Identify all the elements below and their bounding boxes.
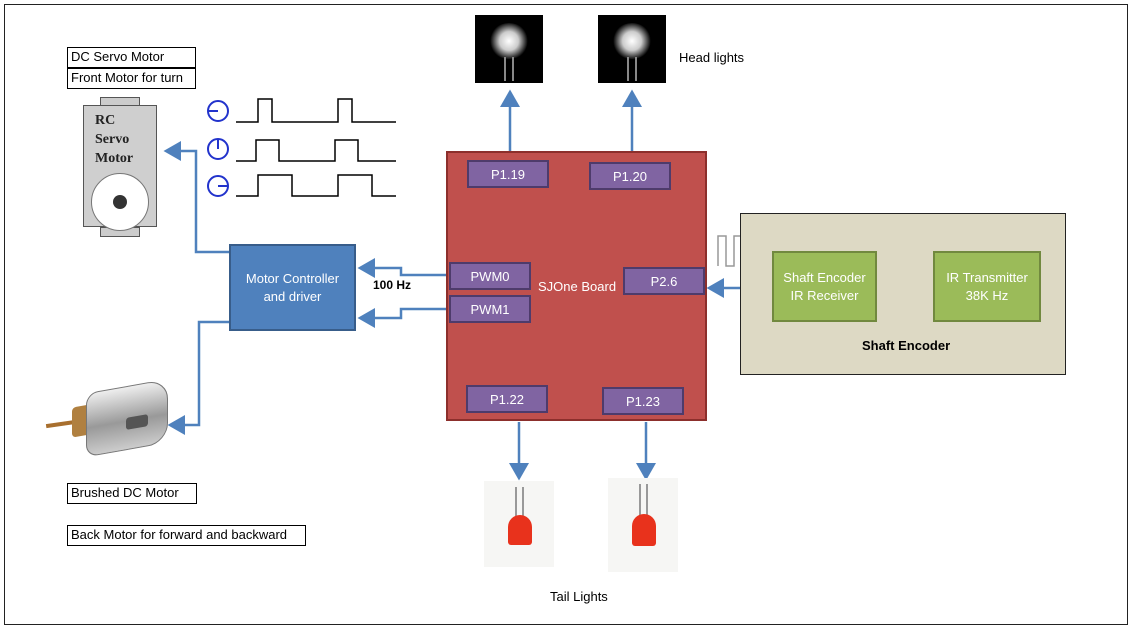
pin-p26: P2.6 [623, 267, 705, 295]
rc-servo-motor-image: RC Servo Motor [83, 97, 157, 237]
servo-label-2: Front Motor for turn [67, 68, 196, 89]
encoder-title: Shaft Encoder [862, 338, 951, 353]
servo-text-motor: Motor [95, 151, 134, 166]
red-led-image-2 [608, 478, 678, 572]
board-title: SJOne Board [538, 279, 617, 294]
pin-pwm1: PWM1 [449, 295, 531, 323]
pin-p119: P1.19 [467, 160, 549, 188]
arrow-controller-brushed [167, 320, 229, 435]
encoder-receiver: Shaft Encoder IR Receiver [772, 251, 877, 322]
pin-p123: P1.23 [602, 387, 684, 415]
frequency-label: 100 Hz [373, 278, 412, 292]
motor-controller-block: Motor Controller and driver [229, 244, 356, 331]
transmitter-line1: IR Transmitter [946, 269, 1028, 285]
arrow-controller-servo [163, 141, 229, 254]
white-led-image-2 [598, 15, 666, 83]
receiver-line1: Shaft Encoder [783, 269, 866, 285]
servo-horn-icon [91, 173, 149, 231]
servo-text-rc: RC [95, 113, 116, 128]
receiver-line2: IR Receiver [790, 287, 859, 303]
pin-pwm0: PWM0 [449, 262, 531, 290]
brushed-dc-motor-image [45, 378, 176, 458]
servo-text-servo: Servo [95, 132, 130, 147]
brushed-label-1: Brushed DC Motor [67, 483, 197, 504]
transmitter-line2: 38K Hz [965, 287, 1009, 303]
pin-p122: P1.22 [466, 385, 548, 413]
servo-position-dials [207, 100, 229, 197]
motor-controller-line1: Motor Controller [245, 270, 340, 286]
tail-lights-label: Tail Lights [550, 589, 608, 604]
encoder-transmitter: IR Transmitter 38K Hz [933, 251, 1041, 322]
arrow-pwm1-controller [357, 307, 446, 328]
white-led-image-1 [475, 15, 543, 83]
head-lights-label: Head lights [679, 50, 745, 65]
red-led-image-1 [484, 481, 554, 567]
pin-p120: P1.20 [589, 162, 671, 190]
pwm-waveforms [236, 98, 396, 197]
servo-label-1: DC Servo Motor [67, 47, 196, 68]
brushed-label-2: Back Motor for forward and backward [67, 525, 306, 546]
motor-controller-line2: and driver [263, 288, 322, 304]
arrow-pwm0-controller [357, 258, 446, 278]
